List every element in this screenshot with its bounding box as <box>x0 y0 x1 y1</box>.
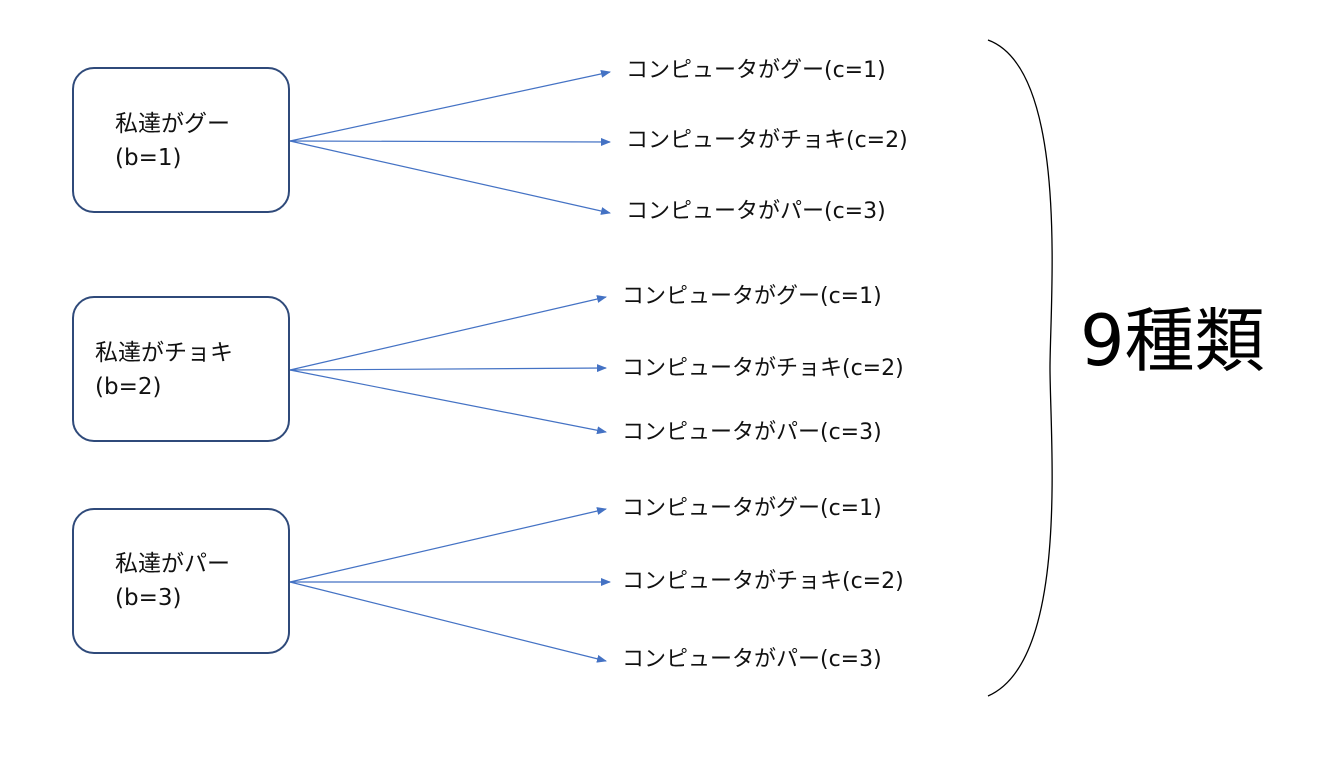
player-label: 私達がチョキ <box>95 340 233 366</box>
arrow-b1-c2 <box>289 137 611 146</box>
player-box-paper-text: 私達がパー (b=3) <box>115 547 230 615</box>
player-param: (b=2) <box>95 374 162 400</box>
arrow-b2-c1 <box>289 295 607 371</box>
player-box-scissors <box>72 296 290 442</box>
player-param: (b=3) <box>115 585 182 611</box>
outcome-b1-c2: コンピュータがチョキ(c=2) <box>626 128 908 153</box>
outcome-b2-c1: コンピュータがグー(c=1) <box>622 284 882 309</box>
player-label: 私達がパー <box>115 551 230 577</box>
player-box-rock-text: 私達がグー (b=1) <box>115 107 230 175</box>
outcome-b3-c3: コンピュータがパー(c=3) <box>622 647 882 672</box>
player-label: 私達がグー <box>115 111 230 137</box>
total-combinations-label: 9種類 <box>1080 300 1265 382</box>
player-box-rock <box>72 67 290 213</box>
arrow-b1-c1 <box>289 69 611 142</box>
arrow-b2-c3 <box>289 369 607 435</box>
player-box-paper <box>72 508 290 654</box>
outcome-b2-c2: コンピュータがチョキ(c=2) <box>622 356 904 381</box>
player-box-scissors-text: 私達がチョキ (b=2) <box>95 336 233 404</box>
outcome-b3-c1: コンピュータがグー(c=1) <box>622 496 882 521</box>
outcome-b3-c2: コンピュータがチョキ(c=2) <box>622 569 904 594</box>
outcome-b2-c3: コンピュータがパー(c=3) <box>622 420 882 445</box>
outcome-b1-c1: コンピュータがグー(c=1) <box>626 58 886 83</box>
arrow-b3-c3 <box>289 581 607 663</box>
arrow-b3-c1 <box>289 507 607 583</box>
arrow-b2-c2 <box>289 364 607 373</box>
player-param: (b=1) <box>115 145 182 171</box>
arrow-b1-c3 <box>289 140 611 215</box>
outcome-b1-c3: コンピュータがパー(c=3) <box>626 199 886 224</box>
right-brace <box>987 39 1053 697</box>
